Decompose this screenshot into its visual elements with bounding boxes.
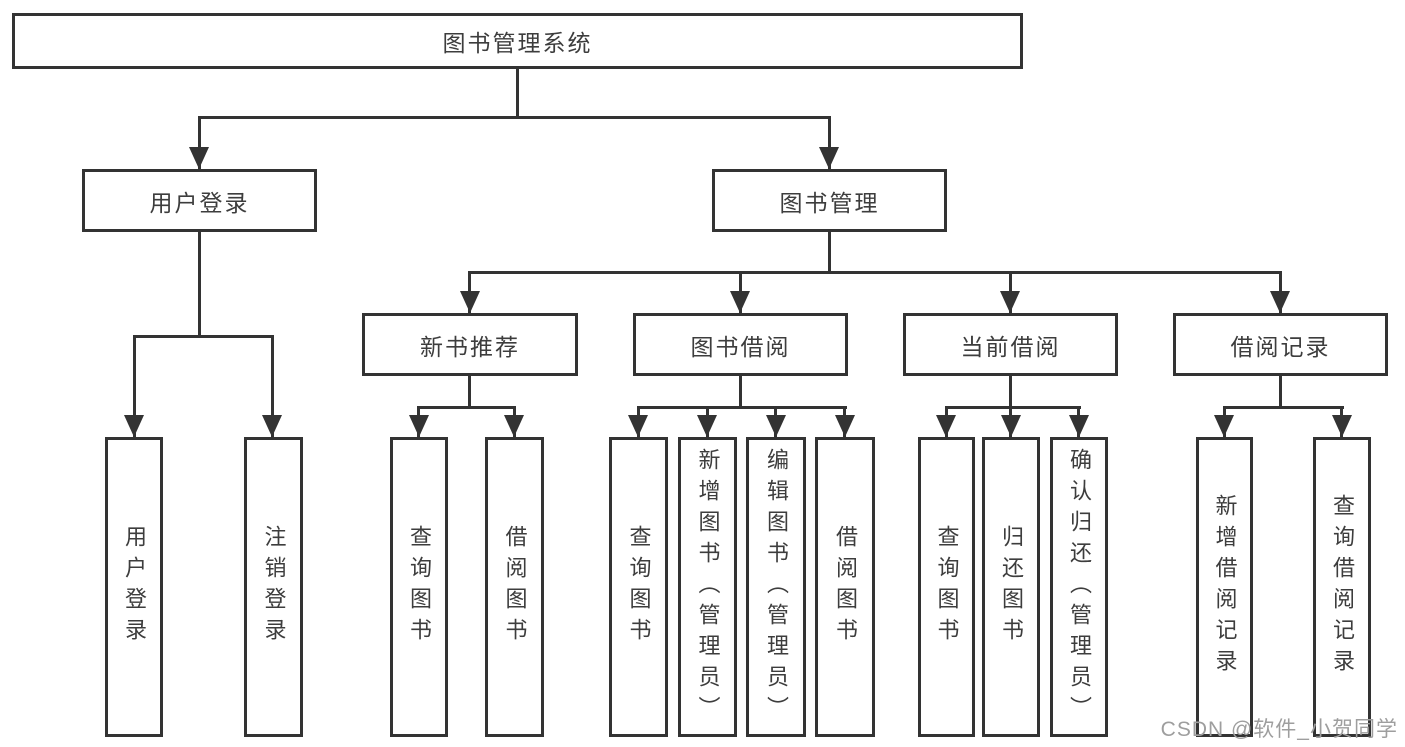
- connector-vline: [133, 338, 136, 437]
- node-leaf-user-login: 用户登录: [105, 437, 163, 737]
- node-user-login: 用户登录: [82, 169, 317, 232]
- node-new-book-recommend: 新书推荐: [362, 313, 578, 376]
- connector-vline: [739, 376, 742, 409]
- arrow-down-icon: [1001, 415, 1021, 437]
- arrow-down-icon: [1069, 415, 1089, 437]
- arrow-down-icon: [835, 415, 855, 437]
- connector-vline: [1009, 376, 1012, 409]
- node-root-system: 图书管理系统: [12, 13, 1023, 69]
- node-leaf-query-books-current: 查询图书: [918, 437, 975, 737]
- node-current-borrow: 当前借阅: [903, 313, 1118, 376]
- arrow-down-icon: [409, 415, 429, 437]
- node-leaf-return-book: 归还图书: [982, 437, 1040, 737]
- node-leaf-query-books-recommend: 查询图书: [390, 437, 448, 737]
- arrow-down-icon: [124, 415, 144, 437]
- arrow-down-icon: [1332, 415, 1352, 437]
- arrow-down-icon: [1270, 291, 1290, 313]
- arrow-down-icon: [766, 415, 786, 437]
- connector-hline: [133, 335, 274, 338]
- connector-hline: [945, 406, 1081, 409]
- connector-hline: [417, 406, 516, 409]
- connector-hline: [468, 271, 1282, 274]
- node-leaf-borrow-book: 借阅图书: [815, 437, 875, 737]
- connector-vline: [828, 232, 831, 274]
- node-book-borrow: 图书借阅: [633, 313, 848, 376]
- arrow-down-icon: [819, 147, 839, 169]
- connector-vline: [828, 119, 831, 169]
- node-borrow-records: 借阅记录: [1173, 313, 1388, 376]
- connector-vline: [1279, 376, 1282, 409]
- arrow-down-icon: [936, 415, 956, 437]
- node-leaf-confirm-return-admin: 确认归还（管理员）: [1050, 437, 1108, 737]
- arrow-down-icon: [697, 415, 717, 437]
- connector-vline: [468, 376, 471, 409]
- connector-hline: [1223, 406, 1344, 409]
- node-book-management: 图书管理: [712, 169, 947, 232]
- connector-hline: [637, 406, 847, 409]
- connector-vline: [271, 338, 274, 437]
- connector-vline: [516, 69, 519, 119]
- node-leaf-add-borrow-record: 新增借阅记录: [1196, 437, 1253, 737]
- arrow-down-icon: [730, 291, 750, 313]
- node-leaf-borrow-book-recommend: 借阅图书: [485, 437, 544, 737]
- connector-vline: [198, 232, 201, 338]
- arrow-down-icon: [504, 415, 524, 437]
- arrow-down-icon: [460, 291, 480, 313]
- arrow-down-icon: [1000, 291, 1020, 313]
- arrow-down-icon: [262, 415, 282, 437]
- arrow-down-icon: [189, 147, 209, 169]
- node-leaf-query-books-borrow: 查询图书: [609, 437, 668, 737]
- arrow-down-icon: [1214, 415, 1234, 437]
- connector-hline: [198, 116, 831, 119]
- node-leaf-query-borrow-record: 查询借阅记录: [1313, 437, 1371, 737]
- arrow-down-icon: [628, 415, 648, 437]
- node-leaf-add-book-admin: 新增图书（管理员）: [678, 437, 737, 737]
- csdn-watermark: CSDN @软件_小贺同学: [1160, 718, 1398, 741]
- node-leaf-logout: 注销登录: [244, 437, 303, 737]
- node-leaf-edit-book-admin: 编辑图书（管理员）: [746, 437, 806, 737]
- connector-vline: [198, 119, 201, 169]
